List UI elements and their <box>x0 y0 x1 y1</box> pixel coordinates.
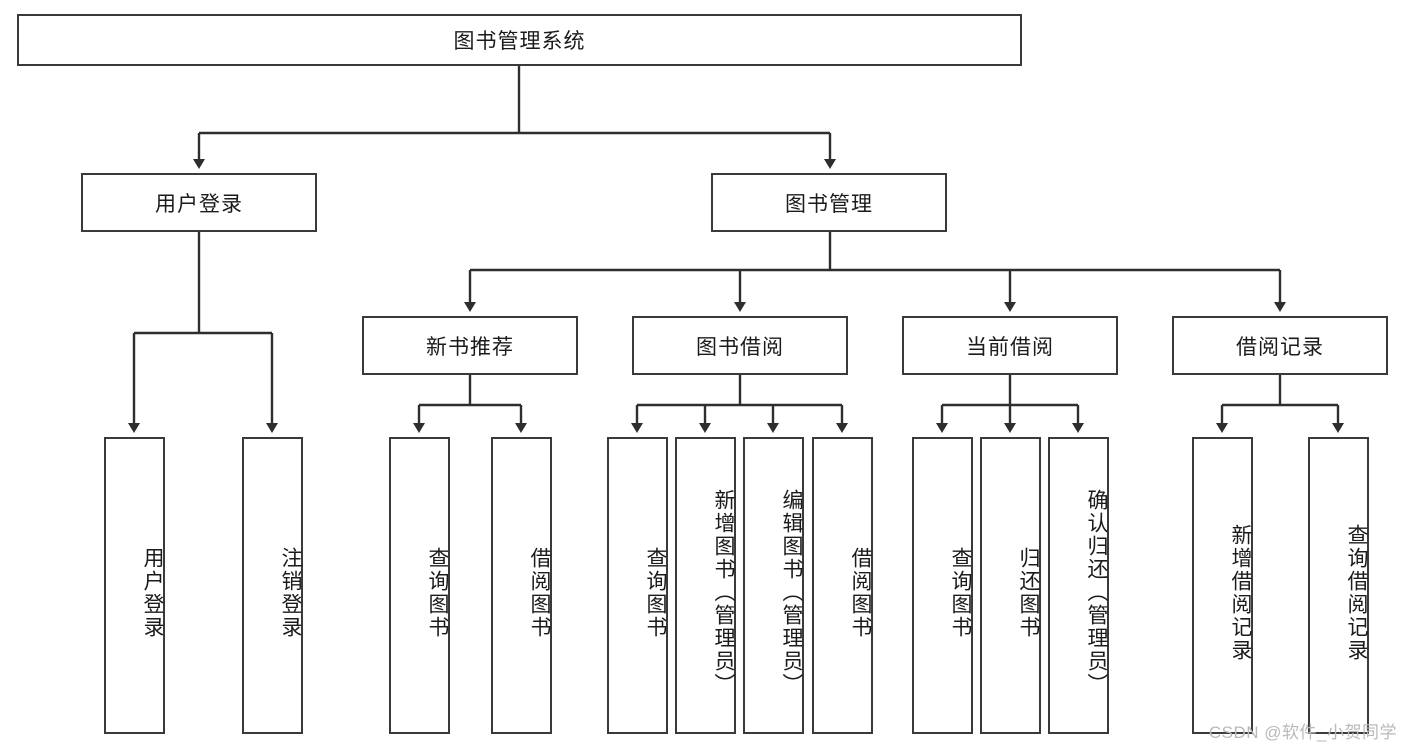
node-label: 归还图书 <box>1017 546 1040 639</box>
node-label: 查询图书 <box>426 546 449 639</box>
node-label: 借阅图书 <box>849 546 872 639</box>
node-label: 用户登录 <box>155 192 243 216</box>
node-label: 编辑图书（管理员） <box>780 489 803 696</box>
node-new-book-recommend[interactable]: 新书推荐 <box>362 316 578 375</box>
node-label: 新增借阅记录 <box>1229 523 1252 662</box>
node-current-borrow[interactable]: 当前借阅 <box>902 316 1118 375</box>
node-label: 图书管理 <box>785 192 873 216</box>
leaf-add-book-admin[interactable]: 新增图书（管理员） <box>675 437 736 734</box>
leaf-query-book-borrow[interactable]: 查询图书 <box>607 437 668 734</box>
node-book-manage[interactable]: 图书管理 <box>711 173 947 232</box>
node-label: 新书推荐 <box>426 335 514 359</box>
node-label: 用户登录 <box>141 546 164 639</box>
leaf-borrow-book[interactable]: 借阅图书 <box>812 437 873 734</box>
leaf-query-book-current[interactable]: 查询图书 <box>912 437 973 734</box>
leaf-edit-book-admin[interactable]: 编辑图书（管理员） <box>743 437 804 734</box>
node-label: 查询图书 <box>949 546 972 639</box>
node-label: 注销登录 <box>279 546 302 639</box>
node-book-management-system[interactable]: 图书管理系统 <box>17 14 1022 66</box>
leaf-query-borrow-record[interactable]: 查询借阅记录 <box>1308 437 1369 734</box>
node-label: 借阅记录 <box>1236 335 1324 359</box>
node-borrow-record[interactable]: 借阅记录 <box>1172 316 1388 375</box>
leaf-borrow-book-recommend[interactable]: 借阅图书 <box>491 437 552 734</box>
leaf-user-logout[interactable]: 注销登录 <box>242 437 303 734</box>
leaf-add-borrow-record[interactable]: 新增借阅记录 <box>1192 437 1253 734</box>
node-label: 当前借阅 <box>966 335 1054 359</box>
leaf-confirm-return-admin[interactable]: 确认归还（管理员） <box>1048 437 1109 734</box>
leaf-return-book[interactable]: 归还图书 <box>980 437 1041 734</box>
node-label: 图书借阅 <box>696 335 784 359</box>
node-label: 确认归还（管理员） <box>1085 489 1108 696</box>
node-user-login[interactable]: 用户登录 <box>81 173 317 232</box>
leaf-user-login[interactable]: 用户登录 <box>104 437 165 734</box>
node-label: 新增图书（管理员） <box>712 489 735 696</box>
node-label: 查询图书 <box>644 546 667 639</box>
node-label: 借阅图书 <box>528 546 551 639</box>
node-label: 图书管理系统 <box>453 30 586 53</box>
node-label: 查询借阅记录 <box>1345 523 1368 662</box>
leaf-query-book-recommend[interactable]: 查询图书 <box>389 437 450 734</box>
node-book-borrow[interactable]: 图书借阅 <box>632 316 848 375</box>
